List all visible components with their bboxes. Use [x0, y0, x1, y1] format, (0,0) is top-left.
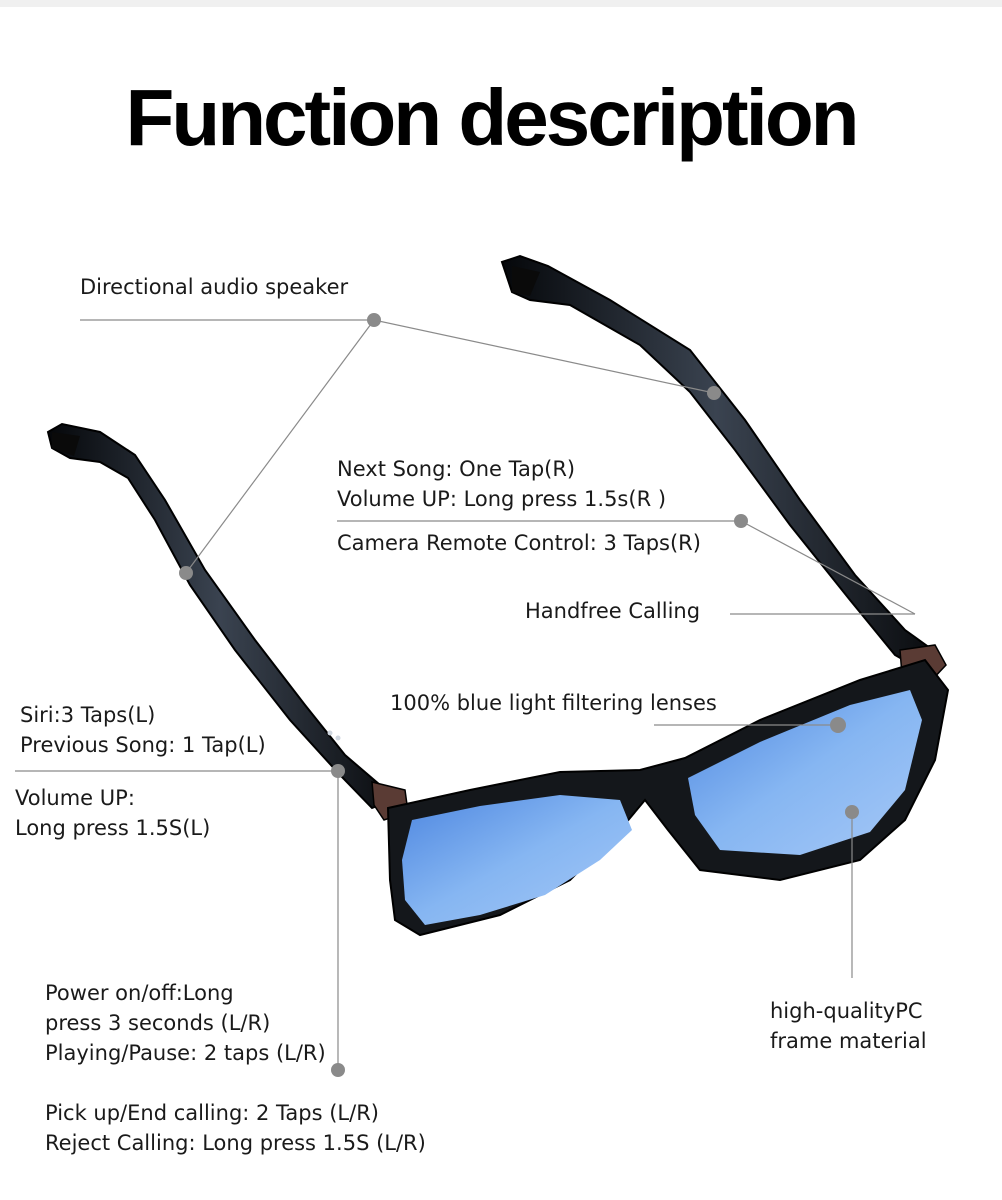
- label-siri: Siri:3 Taps(L): [20, 703, 156, 727]
- label-volume-up-left-line2: Long press 1.5S(L): [15, 816, 211, 840]
- label-volume-up-left: Volume UP: Long press 1.5S(L): [15, 783, 210, 843]
- page-title: Function description: [125, 73, 859, 162]
- label-previous-song: Previous Song: 1 Tap(L): [20, 733, 266, 757]
- label-left-controls: Siri:3 Taps(L) Previous Song: 1 Tap(L): [20, 700, 266, 760]
- label-blue-light-lenses: 100% blue light filtering lenses: [390, 691, 717, 715]
- label-directional-speaker: Directional audio speaker: [80, 275, 349, 299]
- label-calling: Pick up/End calling: 2 Taps (L/R) Reject…: [45, 1098, 426, 1158]
- label-frame-line2: frame material: [770, 1029, 927, 1053]
- label-power-play: Power on/off:Long press 3 seconds (L/R) …: [45, 978, 326, 1068]
- label-playing-pause: Playing/Pause: 2 taps (L/R): [45, 1041, 326, 1065]
- marker-dots: [179, 313, 859, 1077]
- label-reject-calling: Reject Calling: Long press 1.5S (L/R): [45, 1131, 426, 1155]
- label-next-song: Next Song: One Tap(R): [337, 457, 576, 481]
- label-right-controls: Next Song: One Tap(R) Volume UP: Long pr…: [337, 454, 666, 514]
- label-handfree-calling: Handfree Calling: [525, 599, 701, 623]
- leader-lines: [15, 319, 916, 1070]
- top-bar: [0, 0, 1002, 7]
- left-lens: [402, 795, 632, 925]
- label-frame-material: high-qualityPC frame material: [770, 996, 927, 1056]
- label-volume-up-left-line1: Volume UP:: [15, 786, 135, 810]
- label-volume-up-right: Volume UP: Long press 1.5s(R ): [337, 487, 667, 511]
- right-lens: [688, 690, 922, 855]
- label-camera-remote: Camera Remote Control: 3 Taps(R): [337, 531, 701, 555]
- label-pickup-end: Pick up/End calling: 2 Taps (L/R): [45, 1101, 379, 1125]
- label-frame-line1: high-qualityPC: [770, 999, 923, 1023]
- label-power-line2: press 3 seconds (L/R): [45, 1011, 271, 1035]
- label-power-line1: Power on/off:Long: [45, 981, 234, 1005]
